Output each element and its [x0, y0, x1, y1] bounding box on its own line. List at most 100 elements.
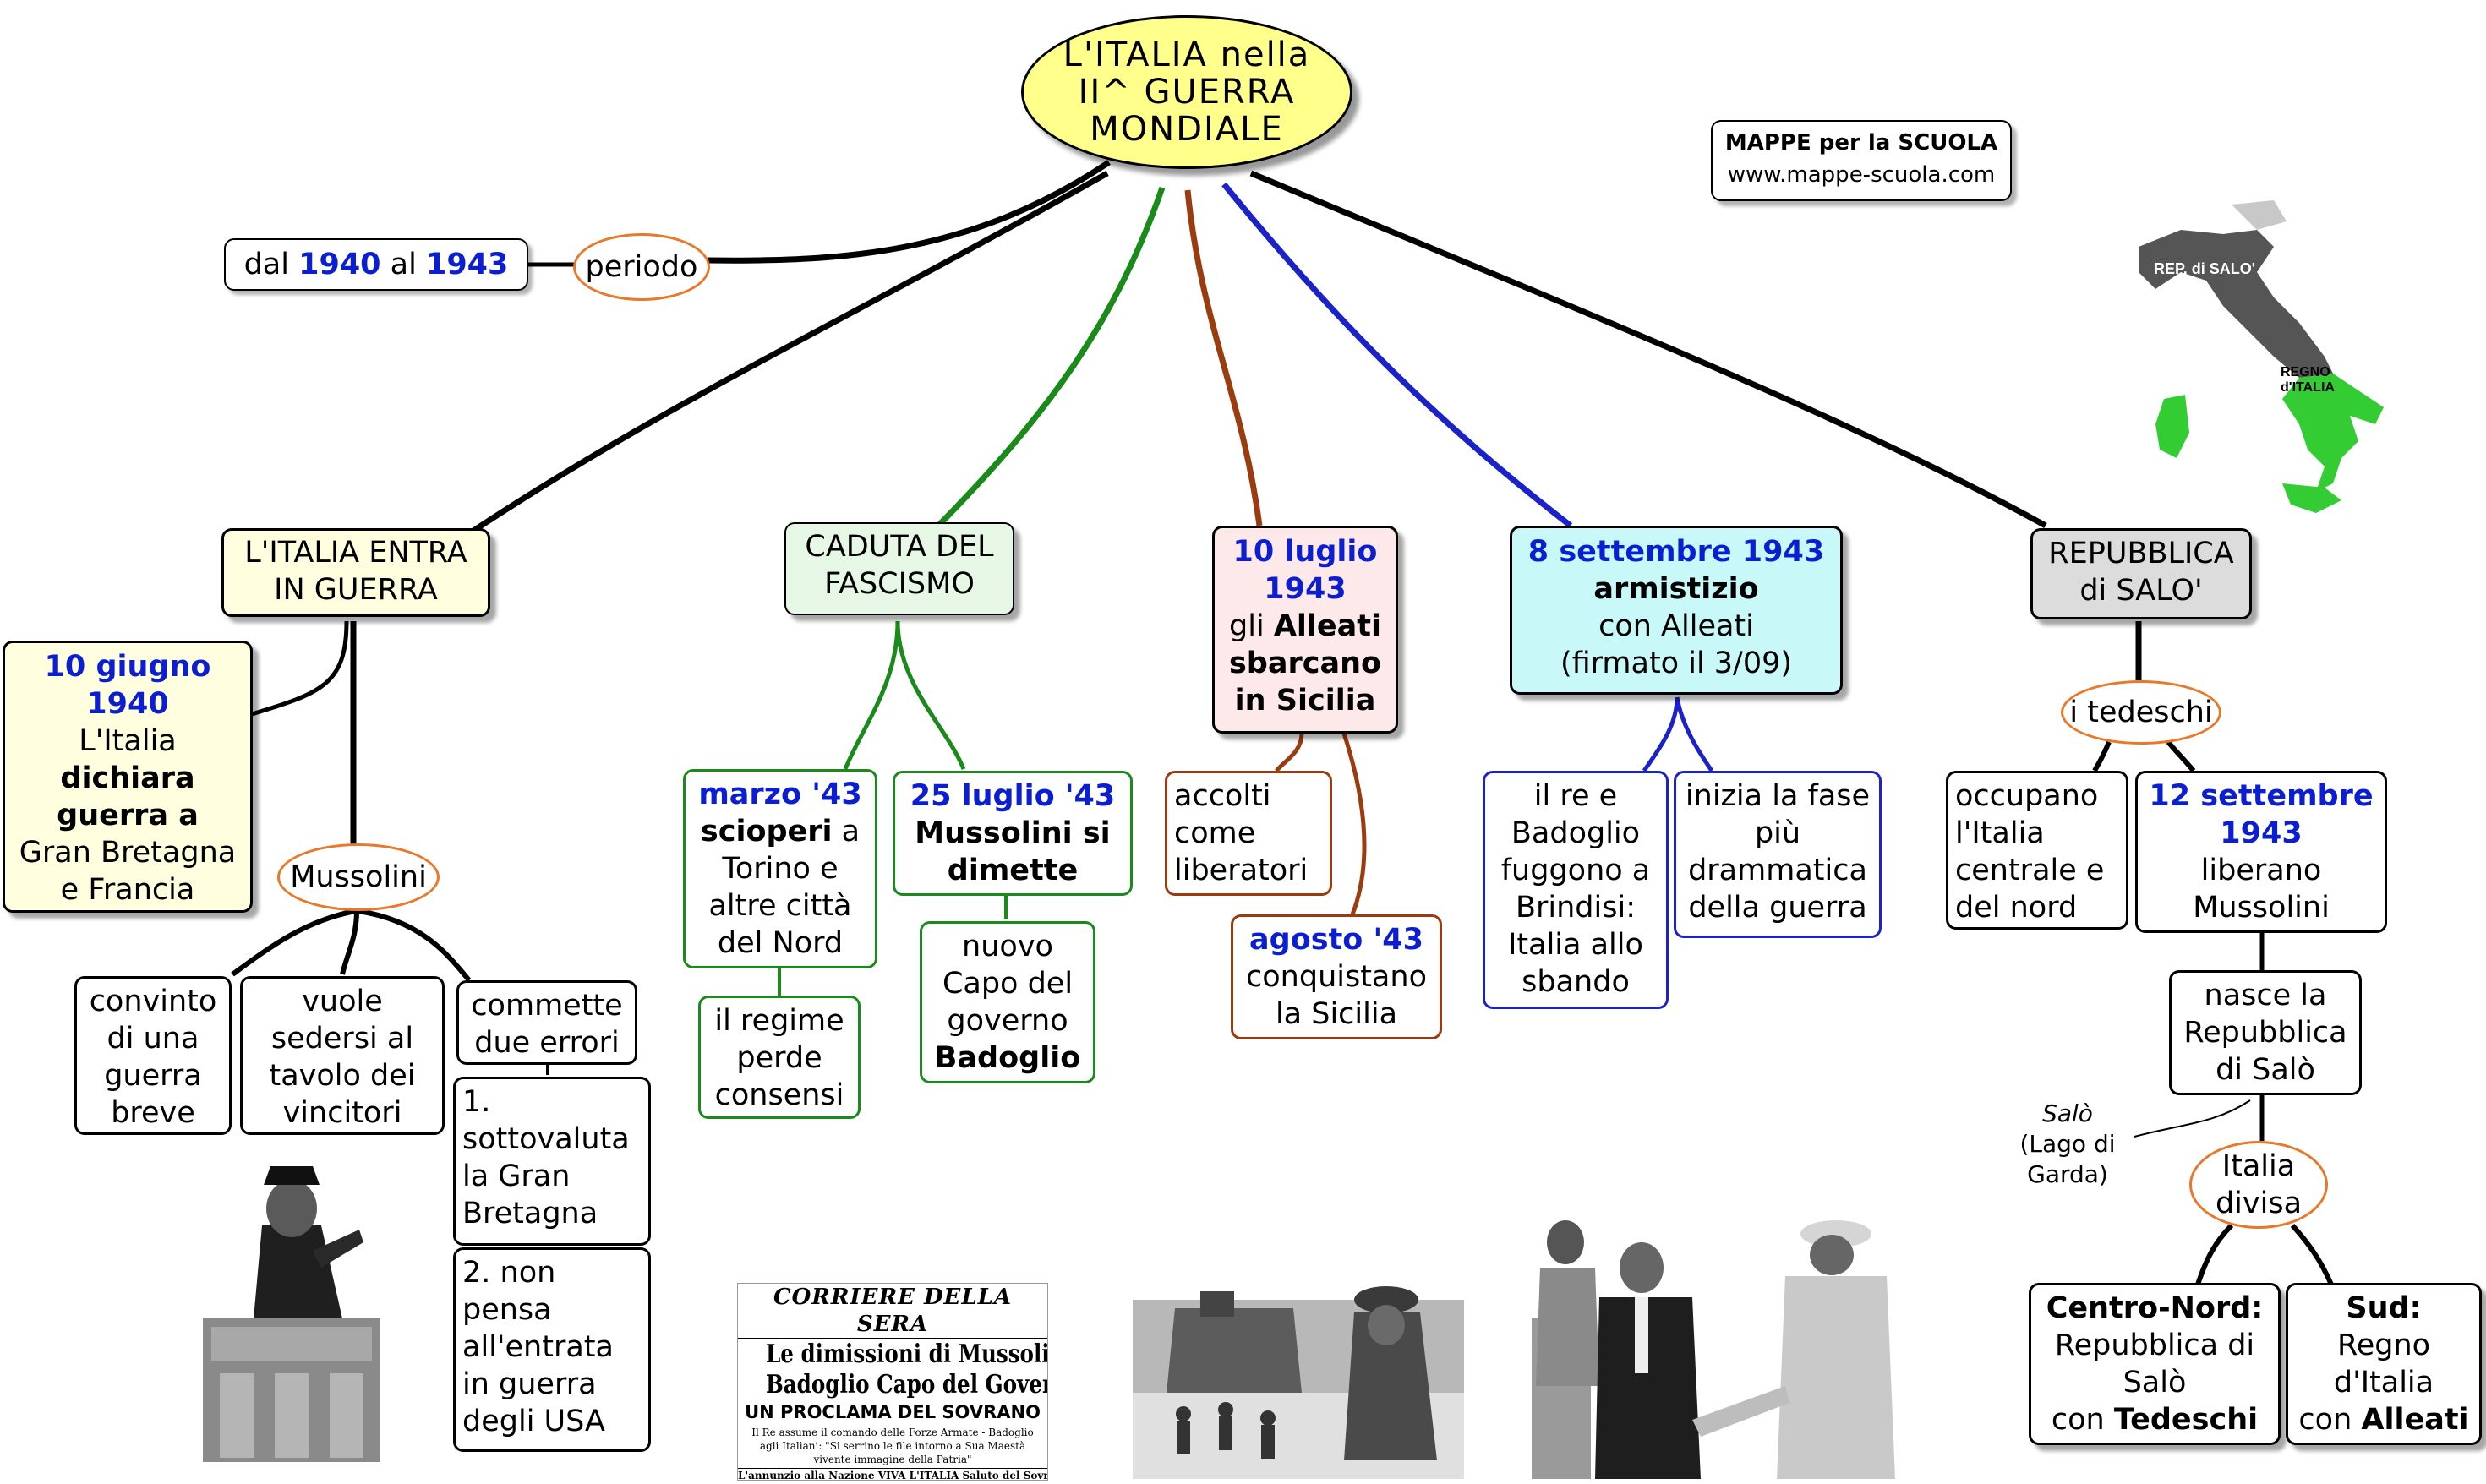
link-note: [2134, 1100, 2250, 1137]
brand-url[interactable]: www.mappe-scuola.com: [1713, 159, 2010, 191]
salo-note-lake: (Lago di Garda): [2019, 1130, 2115, 1188]
newspaper-small: Il Re assume il comando delle Forze Arma…: [738, 1424, 1047, 1468]
map-slovenia-area: [2232, 200, 2287, 230]
marzo-box: marzo '43 scioperi a Torino e altre citt…: [683, 769, 877, 968]
entra-date: 10 giugno 1940: [8, 648, 247, 723]
vuole-box: vuole sedersi al tavolo dei vincitori: [240, 976, 445, 1135]
map-label-regno-wrap: REGNO d'ITALIA: [2281, 365, 2365, 416]
link-sicilia-accolti: [1276, 734, 1302, 771]
error1-text: 1. sottovaluta la Gran Bretagna: [462, 1085, 630, 1230]
sicilia-gli: gli: [1229, 609, 1274, 643]
newspaper-headline1: Le dimissioni di Mussolini: [766, 1339, 1019, 1370]
newspaper-sub: UN PROCLAMA DEL SOVRANO: [738, 1400, 1047, 1424]
agosto-box: agosto '43 conquistano la Sicilia: [1231, 914, 1442, 1039]
newspaper-masthead: CORRIERE DELLA SERA: [738, 1284, 1047, 1339]
tedeschi-oval: i tedeschi: [2061, 680, 2221, 745]
convinto-box: convinto di una guerra breve: [74, 976, 232, 1135]
error2-text: 2. non pensa all'entrata in guerra degli…: [462, 1256, 614, 1438]
fase-box: inizia la fase più drammatica della guer…: [1674, 771, 1882, 938]
link-root-periodo: [708, 162, 1109, 260]
root-line3: MONDIALE: [1090, 111, 1283, 148]
salo-location-note: Salò (Lago di Garda): [2008, 1099, 2127, 1190]
mussolini-oval: Mussolini: [277, 843, 440, 911]
vuole-text: vuole sedersi al tavolo dei vincitori: [269, 985, 415, 1130]
occupano-text: occupano l'Italia centrale e del nord: [1955, 779, 2104, 925]
tedeschi-label: i tedeschi: [2069, 694, 2212, 731]
link-entra-date: [252, 621, 347, 714]
sud-regno: Regno d'Italia: [2295, 1327, 2472, 1401]
regime-text: il regime perde consensi: [714, 1004, 844, 1112]
armistizio-alleati: con Alleati: [1519, 608, 1833, 645]
settembre-date: 12 settembre 1943: [2145, 777, 2378, 852]
link-muss-commette: [358, 911, 469, 980]
sicilia-date: 10 luglio 1943: [1221, 533, 1389, 608]
centro-nord-tedeschi: Tedeschi: [2114, 1403, 2258, 1437]
nasce-box: nasce la Repubblica di Salò: [2169, 970, 2362, 1095]
regime-box: il regime perde consensi: [698, 996, 861, 1119]
convinto-text: convinto di una guerra breve: [90, 985, 217, 1130]
newspaper-footer: L'annunzio alla Nazione VIVA L'ITALIA Sa…: [738, 1468, 1047, 1481]
link-muss-vuole: [342, 911, 357, 974]
armistizio-date: 8 settembre 1943: [1519, 533, 1833, 570]
salo-title: REPUBBLICA di SALO': [2030, 528, 2252, 619]
marzo-scioperi: scioperi: [701, 815, 833, 848]
italy-map: REP. di SALO' REGNO d'ITALIA: [2130, 196, 2418, 534]
root-line2: II^ GUERRA: [1079, 74, 1296, 111]
capo-text: nuovo Capo del governo: [929, 928, 1086, 1039]
periodo-year-end: 1943: [426, 248, 508, 281]
link-root-entra: [473, 173, 1107, 531]
capo-badoglio: Badoglio: [929, 1039, 1086, 1077]
entra-date-box: 10 giugno 1940 L'Italia dichiara guerra …: [3, 641, 253, 913]
periodo-dal: dal: [244, 248, 299, 281]
error2-box: 2. non pensa all'entrata in guerra degli…: [453, 1247, 651, 1452]
luglio-text: Mussolini si dimette: [915, 816, 1110, 887]
brand-box: MAPPE per la SCUOLA www.mappe-scuola.com: [1711, 120, 2012, 201]
entra-title-text: L'ITALIA ENTRA IN GUERRA: [244, 536, 467, 607]
caduta-title-text: CADUTA DEL FASCISMO: [805, 530, 993, 601]
marzo-date: marzo '43: [692, 776, 868, 813]
periodo-label: periodo: [586, 248, 698, 286]
armistizio-title: 8 settembre 1943 armistizio con Alleati …: [1510, 526, 1843, 695]
newspaper-image: CORRIERE DELLA SERA Le dimissioni di Mus…: [737, 1283, 1048, 1481]
mussolini-label: Mussolini: [290, 859, 427, 896]
link-ted-settembre: [2168, 742, 2194, 771]
link-muss-convinto: [232, 911, 355, 974]
periodo-oval: periodo: [573, 233, 710, 301]
link-ted-occupano: [2095, 742, 2109, 771]
armistice-photo: [1532, 1217, 1895, 1479]
link-root-sicilia: [1188, 190, 1259, 526]
divisa-oval: Italia divisa: [2189, 1141, 2328, 1229]
link-caduta-marzo: [845, 621, 898, 769]
error1-box: 1. sottovaluta la Gran Bretagna: [453, 1077, 651, 1246]
armistizio-firmato: (firmato il 3/09): [1519, 645, 1833, 682]
agosto-date: agosto '43: [1240, 921, 1433, 958]
map-rsi-area: [2139, 230, 2333, 378]
divisa-line1: Italia: [2222, 1148, 2295, 1185]
divisa-line2: divisa: [2216, 1185, 2302, 1222]
mussolini-photo: [203, 1149, 380, 1462]
fase-text: inizia la fase più drammatica della guer…: [1686, 779, 1870, 925]
centro-nord-con: con: [2052, 1403, 2114, 1437]
luglio-date: 25 luglio '43: [902, 777, 1123, 815]
link-sicilia-agosto: [1344, 734, 1364, 914]
entra-italia: L'Italia: [8, 723, 247, 760]
map-label-regno: REGNO d'ITALIA: [2281, 365, 2348, 396]
periodo-al: al: [381, 248, 426, 281]
root-line1: L'ITALIA nella: [1063, 36, 1311, 74]
sud-con: con: [2298, 1403, 2361, 1437]
sud-label: Sud:: [2295, 1290, 2472, 1327]
entra-title: L'ITALIA ENTRA IN GUERRA: [221, 528, 490, 617]
re-box: il re e Badoglio fuggono a Brindisi: Ita…: [1483, 771, 1669, 1009]
re-text: il re e Badoglio fuggono a Brindisi: Ita…: [1501, 779, 1651, 999]
entra-dichiara: dichiara guerra a: [8, 760, 247, 834]
periodo-year-start: 1940: [298, 248, 380, 281]
link-divisa-nord: [2198, 1225, 2232, 1285]
link-divisa-sud: [2292, 1225, 2331, 1285]
entra-nemici: Gran Bretagna e Francia: [8, 834, 247, 908]
sud-box: Sud: Regno d'Italia con Alleati: [2286, 1283, 2482, 1445]
caduta-title: CADUTA DEL FASCISMO: [784, 522, 1014, 615]
accolti-text: accolti come liberatori: [1174, 779, 1308, 887]
newspaper-headline2: Badoglio Capo del Governo: [766, 1370, 1019, 1400]
brand-title: MAPPE per la SCUOLA: [1713, 127, 2010, 159]
